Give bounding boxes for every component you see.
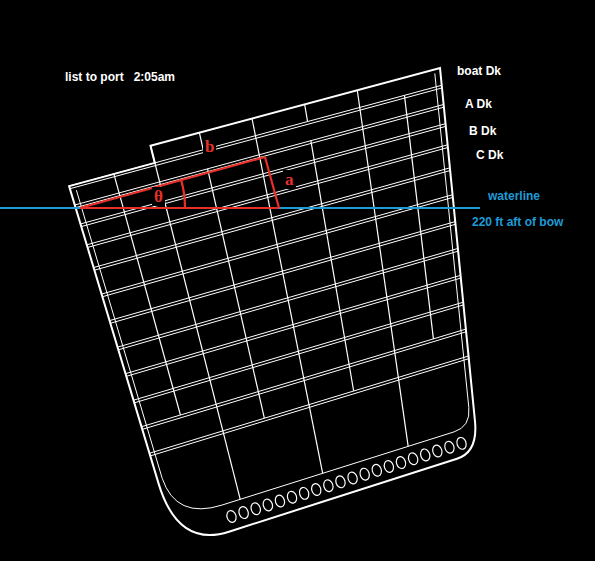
double-bottom-cell (322, 479, 334, 493)
side-label: a (283, 170, 296, 189)
double-bottom-cell (334, 475, 346, 489)
double-bottom-cell (250, 502, 262, 516)
deck-line (76, 107, 444, 207)
double-bottom-cell (346, 471, 358, 485)
hull-outline (69, 68, 475, 535)
title-label: list to port 2:05am (63, 70, 177, 84)
double-bottom-cell (262, 498, 274, 512)
double-bottom-cell (443, 440, 455, 454)
double-bottom-cell (238, 506, 250, 520)
bulkhead-line (252, 119, 323, 474)
double-bottom-cell (383, 459, 395, 473)
side-label: b (203, 137, 216, 156)
double-bottom-cell (371, 463, 383, 477)
double-bottom-cell (286, 490, 298, 504)
triangle-side-b (80, 157, 265, 208)
double-bottom-cell (310, 482, 322, 496)
double-bottom-cell (274, 494, 286, 508)
waterline-line (0, 207, 480, 209)
double-bottom-cell (419, 448, 431, 462)
deck-label: B Dk (467, 124, 498, 138)
inner-shell (76, 73, 469, 508)
triangle-side-a (265, 157, 279, 208)
list-triangle (80, 157, 279, 208)
bulkhead-line (404, 95, 433, 339)
double-bottom-cell (395, 456, 407, 470)
double-bottom-cell (359, 467, 371, 481)
waterline-label: waterline (486, 189, 542, 203)
bulkhead-line (208, 169, 265, 418)
angle-label: θ (152, 187, 165, 206)
double-bottom-cell (455, 436, 467, 450)
deck-label: boat Dk (455, 64, 503, 78)
bulkhead-line (357, 90, 408, 446)
angle-arc (181, 180, 185, 208)
bulkhead-line (150, 146, 240, 500)
triangle-base (80, 207, 279, 209)
deck-label: A Dk (463, 97, 494, 111)
double-bottom-cell (298, 486, 310, 500)
double-bottom-cell (225, 509, 237, 523)
deck-label: C Dk (474, 148, 505, 162)
bulkhead-line (305, 104, 308, 121)
bulkhead-line (114, 174, 181, 415)
double-bottom-cell (407, 452, 419, 466)
position-label: 220 ft aft of bow (470, 215, 565, 229)
double-bottom-cell (431, 444, 443, 458)
bulkhead-line (311, 141, 354, 391)
hull-section (69, 68, 475, 535)
